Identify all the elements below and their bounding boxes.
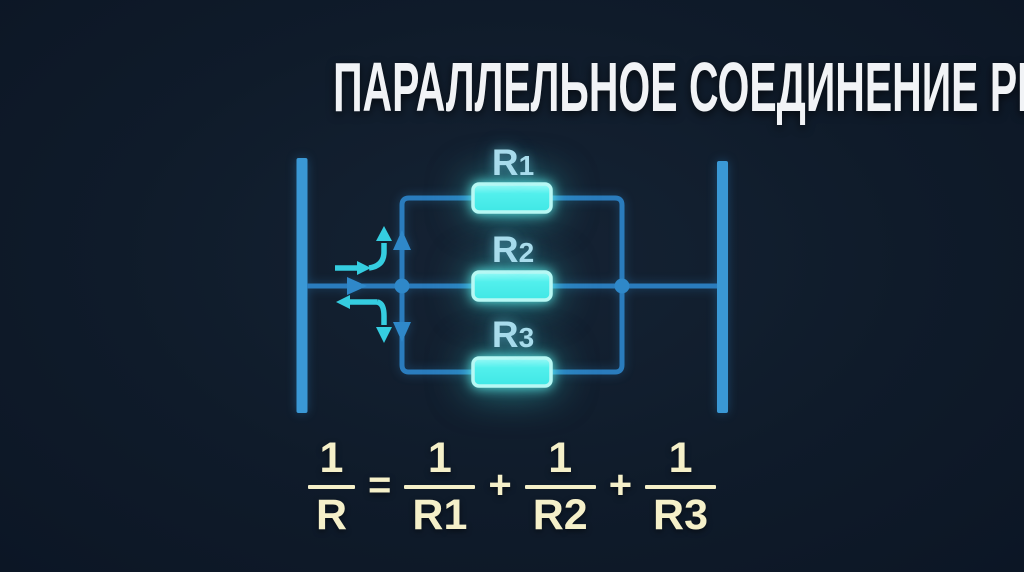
fraction-1-over-R3: 1 R3 [645,433,717,540]
resistor-label-r2: R2 [453,231,573,268]
flow-arrow-branch-up-head-icon [376,226,392,241]
fraction-1-over-R3-denominator: R3 [653,491,709,540]
resistor-r1 [471,182,553,214]
page-title: ПАРАЛЛЕЛЬНОЕ СОЕДИНЕНИЕ РЕЗИСТОРОВ [0,52,1024,122]
fraction-1-over-R3-bar [645,484,717,490]
fraction-1-over-R1: 1 R1 [404,433,476,540]
fraction-1-over-R-bar [307,484,356,490]
plus-sign-1: + [488,463,512,507]
resistor-label-r1-base: R [491,142,519,183]
fraction-1-over-R: 1 R [307,433,356,540]
flow-arrow-out-bottom-head-icon [336,295,350,309]
junction-node-right [614,278,630,294]
fraction-1-over-R2-numerator: 1 [548,433,573,482]
plus-sign-2: + [608,463,633,507]
left-terminal-plate [296,158,308,413]
resistor-label-r1-sub: 1 [518,150,535,181]
flow-split-arrows [335,226,392,343]
flow-arrow-in-top-head-icon [357,261,371,275]
resistor-label-r2-base: R [491,229,519,270]
resistor-label-r1: R1 [453,144,573,181]
fraction-1-over-R1-bar [404,484,476,490]
resistor-r2 [471,270,553,302]
junction-node-left [394,278,410,294]
resistor-label-r2-sub: 2 [518,237,535,268]
page-title-text: ПАРАЛЛЕЛЬНОЕ СОЕДИНЕНИЕ РЕЗИСТОРОВ [333,48,1024,126]
fraction-1-over-R-denominator: R [315,491,348,540]
resistor-label-r3-base: R [491,314,519,355]
equals-sign: = [368,463,392,507]
resistor-label-r3-sub: 3 [518,322,535,353]
flow-arrow-branch-down-line [376,299,387,325]
current-arrow-right-icon [347,277,367,295]
fraction-1-over-R3-numerator: 1 [668,433,693,482]
flow-arrow-branch-up-line [368,243,387,271]
fraction-1-over-R-numerator: 1 [319,433,344,482]
resistor-label-r3: R3 [453,316,573,353]
flow-arrow-branch-down-head-icon [376,327,392,343]
fraction-1-over-R1-denominator: R1 [412,491,468,540]
parallel-resistance-formula: 1 R = 1 R1 + 1 R2 + 1 R3 [0,434,1024,540]
fraction-1-over-R1-numerator: 1 [427,433,452,482]
fraction-1-over-R2: 1 R2 [524,433,596,540]
right-terminal-plate [717,161,728,413]
resistor-r3 [471,356,553,388]
current-arrow-up-icon [393,230,411,250]
current-arrow-down-icon [393,322,411,342]
fraction-1-over-R2-denominator: R2 [532,491,588,540]
fraction-1-over-R2-bar [524,484,596,490]
